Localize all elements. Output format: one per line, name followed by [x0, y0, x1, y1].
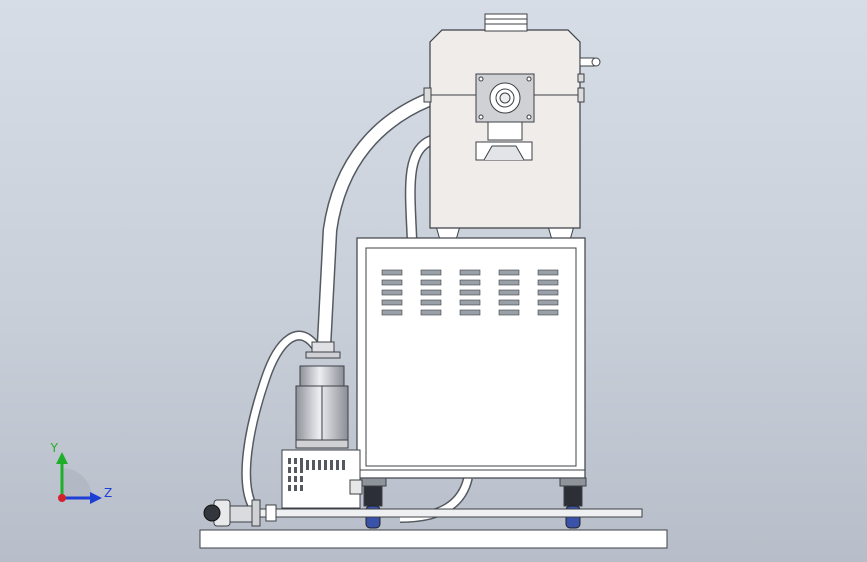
pump-motor-housing	[281, 449, 361, 509]
control-cabinet	[356, 237, 586, 479]
vent-slot	[459, 309, 481, 316]
vent-slot	[459, 289, 481, 296]
motor-vent-slot	[294, 467, 297, 473]
vent-slot	[381, 299, 403, 306]
coordinate-triad: Y Z	[50, 441, 112, 504]
vent-slot	[537, 309, 559, 316]
motor-vent-slot	[294, 476, 297, 482]
vent-slot	[420, 309, 442, 316]
motor-vent-slot	[288, 476, 291, 482]
vent-slot	[420, 279, 442, 286]
motor-vent-slot	[300, 476, 303, 482]
vent-slot	[459, 269, 481, 276]
motor-fin	[342, 460, 345, 470]
vent-slot	[498, 309, 520, 316]
y-axis-label: Y	[50, 441, 59, 455]
inlet-valve-assembly	[203, 499, 277, 527]
pump-collar-top	[311, 341, 335, 353]
motor-vent-slot	[300, 485, 303, 491]
z-axis-label: Z	[104, 486, 112, 500]
vent-slot	[420, 269, 442, 276]
base-plate	[199, 529, 668, 549]
motor-vent-slot	[294, 485, 297, 491]
vent-slot	[537, 299, 559, 306]
hopper-top-vent	[484, 13, 528, 32]
motor-fin	[300, 460, 303, 470]
vent-slot	[498, 289, 520, 296]
valve-body	[487, 121, 523, 141]
z-axis-arrow	[90, 492, 102, 504]
vent-slot	[537, 279, 559, 286]
caster-left	[359, 477, 387, 529]
pump-motor-vents	[288, 458, 345, 491]
y-axis-arrow	[56, 452, 68, 464]
motor-fin	[306, 460, 309, 470]
horizontal-pipe	[249, 508, 643, 518]
triad-origin	[58, 494, 66, 502]
vent-slot	[381, 289, 403, 296]
motor-fin	[312, 460, 315, 470]
cabinet-vents	[381, 269, 559, 316]
triad-plane	[62, 468, 92, 498]
motor-fin	[324, 460, 327, 470]
motor-fin	[330, 460, 333, 470]
vent-slot	[537, 269, 559, 276]
motor-vent-slot	[294, 458, 297, 464]
vent-slot	[420, 289, 442, 296]
vent-slot	[381, 309, 403, 316]
vent-slot	[459, 279, 481, 286]
caster-right	[559, 477, 587, 529]
vent-slot	[498, 269, 520, 276]
vent-slot	[498, 299, 520, 306]
motor-fin	[318, 460, 321, 470]
vent-slot	[459, 299, 481, 306]
vent-slot	[381, 279, 403, 286]
vent-slot	[537, 289, 559, 296]
motor-vent-slot	[288, 467, 291, 473]
vent-slot	[420, 299, 442, 306]
motor-fin	[336, 460, 339, 470]
vent-slot	[381, 269, 403, 276]
vent-slot	[498, 279, 520, 286]
motor-vent-slot	[288, 485, 291, 491]
motor-vent-slot	[288, 458, 291, 464]
